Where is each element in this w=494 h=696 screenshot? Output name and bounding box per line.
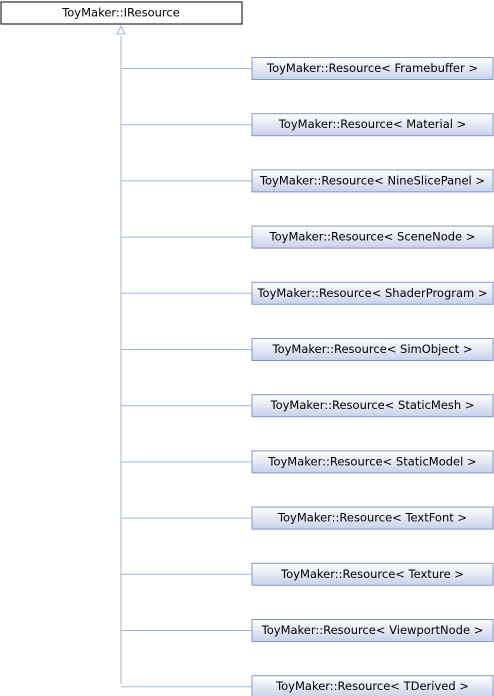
child-node-box — [251, 169, 494, 193]
child-node[interactable]: ToyMaker::Resource< TextFont > — [251, 506, 494, 530]
child-node-box — [251, 675, 494, 696]
child-node-label: ToyMaker::Resource< ViewportNode > — [261, 623, 484, 637]
child-node[interactable]: ToyMaker::Resource< Material > — [251, 113, 494, 137]
child-node-box — [251, 394, 494, 418]
root-node-label: ToyMaker::IResource — [61, 6, 180, 20]
child-node-box — [251, 113, 494, 137]
child-node-box — [251, 57, 494, 80]
child-node-box — [251, 619, 494, 642]
root-node[interactable]: ToyMaker::IResource — [0, 1, 243, 25]
child-node[interactable]: ToyMaker::Resource< Texture > — [251, 562, 494, 586]
child-edges — [121, 68, 252, 688]
child-node-box — [251, 506, 494, 530]
child-node-box — [251, 338, 494, 361]
child-node[interactable]: ToyMaker::Resource< StaticModel > — [251, 450, 494, 474]
child-node[interactable]: ToyMaker::Resource< ShaderProgram > — [251, 281, 494, 305]
child-node[interactable]: ToyMaker::Resource< TDerived > — [251, 675, 494, 696]
child-node-label: ToyMaker::Resource< TextFont > — [277, 511, 467, 525]
child-node-label: ToyMaker::Resource< StaticModel > — [267, 454, 476, 468]
child-node[interactable]: ToyMaker::Resource< NineSlicePanel > — [251, 169, 494, 193]
child-node[interactable]: ToyMaker::Resource< SimObject > — [251, 338, 494, 361]
child-node[interactable]: ToyMaker::Resource< StaticMesh > — [251, 394, 494, 418]
child-node[interactable]: ToyMaker::Resource< SceneNode > — [251, 225, 494, 249]
child-node-label: ToyMaker::Resource< SimObject > — [272, 342, 473, 356]
child-node-label: ToyMaker::Resource< NineSlicePanel > — [259, 173, 485, 187]
child-node-label: ToyMaker::Resource< SceneNode > — [269, 230, 476, 244]
child-node-label: ToyMaker::Resource< StaticMesh > — [270, 398, 475, 412]
child-node-box — [251, 225, 494, 249]
child-node[interactable]: ToyMaker::Resource< ViewportNode > — [251, 619, 494, 642]
child-node-box — [251, 562, 494, 586]
child-node[interactable]: ToyMaker::Resource< Framebuffer > — [251, 57, 494, 80]
child-node-box — [251, 281, 494, 305]
child-node-label: ToyMaker::Resource< Texture > — [280, 567, 464, 581]
child-node-label: ToyMaker::Resource< Material > — [278, 117, 467, 131]
child-node-label: ToyMaker::Resource< ShaderProgram > — [256, 286, 487, 300]
inheritance-arrowhead — [116, 24, 126, 35]
child-node-label: ToyMaker::Resource< TDerived > — [275, 679, 469, 693]
child-node-label: ToyMaker::Resource< Framebuffer > — [266, 61, 478, 75]
child-node-box — [251, 450, 494, 474]
child-nodes: ToyMaker::Resource< Framebuffer >ToyMake… — [251, 57, 494, 696]
